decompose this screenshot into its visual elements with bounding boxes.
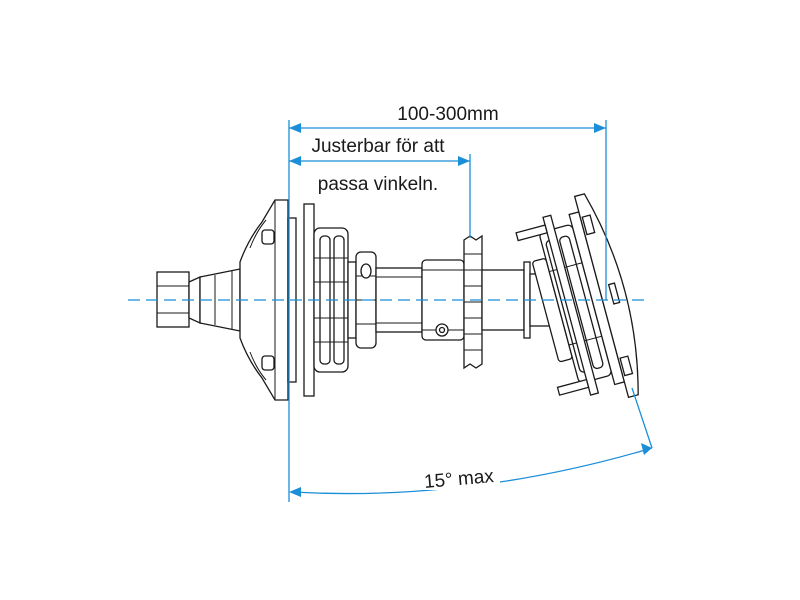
adjustable-label-line2: passa vinkeln. bbox=[318, 174, 438, 195]
overall-length-label: 100-300mm bbox=[397, 104, 498, 125]
adjustable-range-dimension bbox=[289, 154, 471, 238]
knurled-adjustment-wheel bbox=[463, 234, 483, 370]
overall-length-dimension bbox=[288, 120, 607, 502]
angle-label-backdrop bbox=[418, 466, 500, 490]
adjustable-label-line1: Justerbar för att bbox=[311, 136, 445, 157]
right-tilted-assembly bbox=[515, 193, 639, 399]
